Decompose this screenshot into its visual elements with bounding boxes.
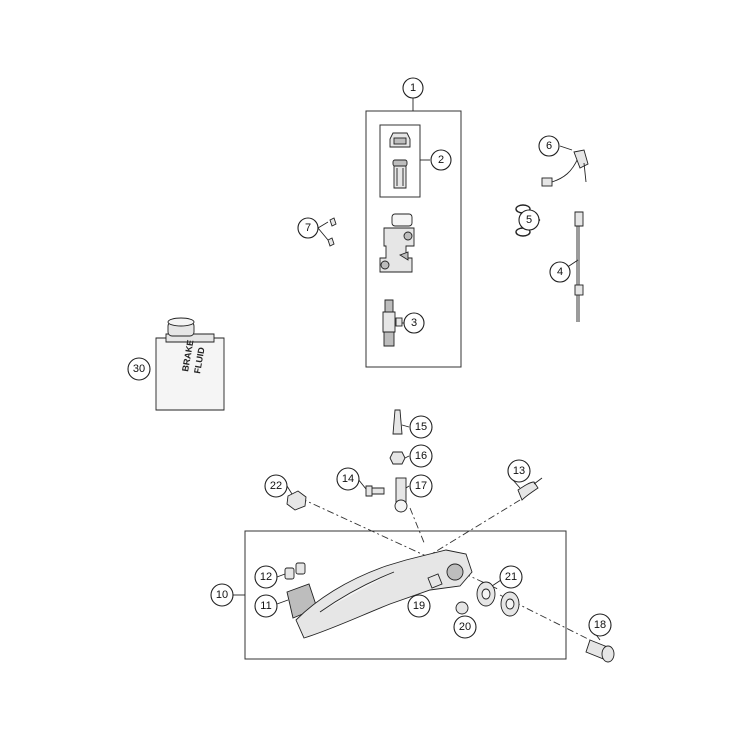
callout-17: 17 xyxy=(409,474,433,498)
svg-text:22: 22 xyxy=(270,480,282,492)
callout-5: 5 xyxy=(518,209,540,231)
svg-text:13: 13 xyxy=(513,465,525,477)
axis-line-spring xyxy=(429,499,521,556)
reservoir-subgroup-frame xyxy=(379,124,421,198)
pedal-tip-bushings-part xyxy=(284,562,306,580)
callout-14: 14 xyxy=(336,467,360,491)
svg-text:17: 17 xyxy=(415,480,427,492)
lock-nut-part xyxy=(389,451,406,465)
svg-text:21: 21 xyxy=(505,571,517,583)
svg-text:1: 1 xyxy=(410,82,416,94)
callout-6: 6 xyxy=(538,135,560,157)
bushing-part xyxy=(427,573,443,589)
svg-text:7: 7 xyxy=(305,222,311,234)
callout-15: 15 xyxy=(409,415,433,439)
svg-text:12: 12 xyxy=(260,571,272,583)
callout-7: 7 xyxy=(297,217,319,239)
svg-text:2: 2 xyxy=(438,154,444,166)
seal-ring-part xyxy=(455,601,469,615)
svg-text:30: 30 xyxy=(133,363,145,375)
reservoir-cap-part xyxy=(389,132,411,148)
callout-20: 20 xyxy=(453,615,477,639)
callout-21: 21 xyxy=(499,565,523,589)
clevis-bolt-part xyxy=(365,485,385,497)
callout-2: 2 xyxy=(430,149,452,171)
svg-text:6: 6 xyxy=(546,140,552,152)
callout-12: 12 xyxy=(254,565,278,589)
axis-line-pushrod xyxy=(409,507,426,546)
callout-30: 30 xyxy=(127,357,151,381)
piston-kit-part xyxy=(382,299,403,347)
svg-text:4: 4 xyxy=(557,266,563,278)
svg-text:20: 20 xyxy=(459,621,471,633)
pivot-nut-part xyxy=(286,490,307,511)
brake-fluid-can: BRAKE FLUID xyxy=(155,317,225,411)
master-cylinder-group-frame xyxy=(365,110,462,368)
callout-3: 3 xyxy=(403,312,425,334)
return-spring-part xyxy=(517,477,543,501)
callout-11: 11 xyxy=(254,594,278,618)
svg-text:15: 15 xyxy=(415,421,427,433)
pivot-bolt-part xyxy=(585,639,615,663)
can-label-fluid: FLUID xyxy=(192,346,207,374)
pushrod-part xyxy=(392,409,403,435)
svg-text:16: 16 xyxy=(415,450,427,462)
screws-part xyxy=(327,217,337,247)
svg-text:19: 19 xyxy=(413,600,425,612)
clevis-part xyxy=(394,477,408,513)
callout-13: 13 xyxy=(507,459,531,483)
callout-16: 16 xyxy=(409,444,433,468)
svg-text:11: 11 xyxy=(260,600,271,612)
svg-text:10: 10 xyxy=(216,589,228,601)
brake-light-switch-part xyxy=(541,149,589,187)
bearings-part xyxy=(476,581,520,617)
callout-19: 19 xyxy=(407,594,431,618)
callout-18: 18 xyxy=(588,613,612,637)
brake-line-part xyxy=(574,211,584,322)
svg-text:3: 3 xyxy=(411,317,417,329)
callout-22: 22 xyxy=(264,474,288,498)
reservoir-part xyxy=(392,159,408,189)
svg-text:14: 14 xyxy=(342,473,354,485)
callout-1: 1 xyxy=(402,77,424,99)
callout-4: 4 xyxy=(549,261,571,283)
brake-pedal-part xyxy=(295,549,473,639)
callout-10: 10 xyxy=(210,583,234,607)
master-cylinder-body-part xyxy=(379,213,415,273)
svg-text:18: 18 xyxy=(594,619,606,631)
svg-text:5: 5 xyxy=(526,214,532,226)
